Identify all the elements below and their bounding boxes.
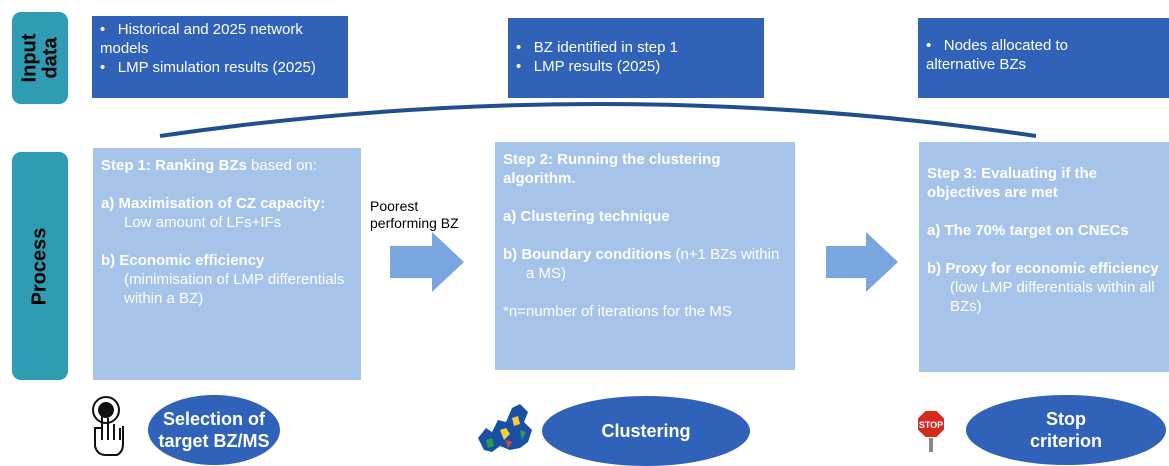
input-box-1-item-2: • LMP simulation results (2025): [100, 59, 316, 76]
flow-arrow-2: [826, 232, 898, 292]
input-box-1: • Historical and 2025 network models • L…: [92, 16, 348, 98]
step2-note: *n=number of iterations for the MS: [503, 303, 732, 320]
step3-item-a: a) The 70% target on CNECs: [927, 222, 1129, 239]
step1-title: Step 1: Ranking BZs based on:: [101, 157, 317, 174]
poorest-performing-label: Poorest performing BZ: [370, 198, 459, 231]
step2-title: Step 2: Running the clustering algorithm…: [503, 151, 721, 187]
clustering-oval: Clustering: [542, 396, 750, 466]
step3-title: Step 3: Evaluating if the objectives are…: [927, 165, 1098, 201]
selection-oval-label: Selection of target BZ/MS: [158, 409, 270, 451]
stop-criterion-oval-label: Stop criterion: [1029, 409, 1103, 451]
input-box-3: • Nodes allocated to alternative BZs: [918, 18, 1169, 98]
input-data-tab: Input data: [12, 12, 68, 104]
step3-item-b: b) Proxy for economic efficiency (low LM…: [927, 260, 1159, 315]
stop-criterion-oval: Stop criterion: [966, 395, 1166, 465]
feedback-curve: [159, 102, 1037, 138]
input-box-2-item-2: • LMP results (2025): [516, 58, 661, 75]
step3-box: Step 3: Evaluating if the objectives are…: [919, 142, 1169, 372]
step2-item-b: b) Boundary conditions (n+1 BZs within a…: [503, 246, 780, 282]
step1-item-b: b) Economic efficiency (minimisation of …: [101, 252, 345, 307]
step2-item-a: a) Clustering technique: [503, 208, 670, 225]
step1-box: Step 1: Ranking BZs based on: a) Maximis…: [93, 148, 361, 380]
selection-oval: Selection of target BZ/MS: [148, 395, 280, 465]
input-box-3-item-1: • Nodes allocated to alternative BZs: [926, 37, 1073, 73]
step1-item-a: a) Maximisation of CZ capacity: Low amou…: [101, 195, 326, 231]
input-box-2: • BZ identified in step 1 • LMP results …: [508, 18, 764, 98]
flow-arrow-1: [390, 232, 464, 292]
input-box-2-item-1: • BZ identified in step 1: [516, 39, 679, 56]
step2-box: Step 2: Running the clustering algorithm…: [495, 142, 795, 370]
clustering-oval-label: Clustering: [601, 421, 691, 441]
input-box-1-item-1: • Historical and 2025 network models: [100, 21, 308, 57]
flow-graphics: [159, 102, 1037, 292]
process-tab: Process: [12, 152, 68, 380]
